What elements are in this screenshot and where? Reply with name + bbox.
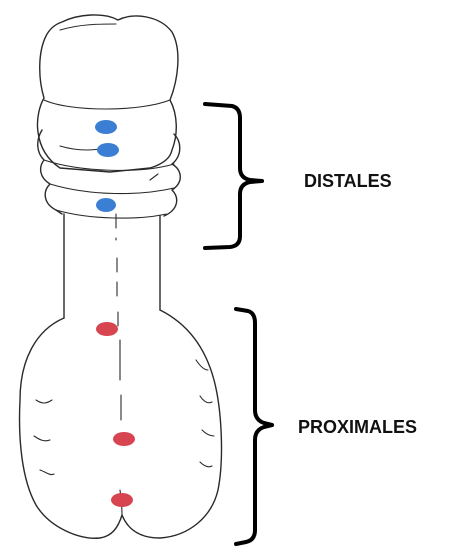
proximal-marker — [96, 322, 118, 336]
distal-marker — [96, 198, 116, 212]
distal-label: DISTALES — [304, 171, 392, 191]
proximal-label: PROXIMALES — [298, 417, 417, 437]
shaft-outline — [64, 214, 160, 318]
proximal-markers — [96, 322, 135, 507]
proximal-marker — [111, 493, 133, 507]
distal-marker — [97, 143, 119, 157]
distal-markers — [95, 120, 119, 212]
distal-marker — [95, 120, 117, 134]
body-outline — [20, 15, 222, 538]
proximal-marker — [113, 432, 135, 446]
raphe-line — [116, 214, 118, 330]
proximal-bracket — [236, 309, 272, 544]
distal-bracket — [205, 104, 262, 248]
